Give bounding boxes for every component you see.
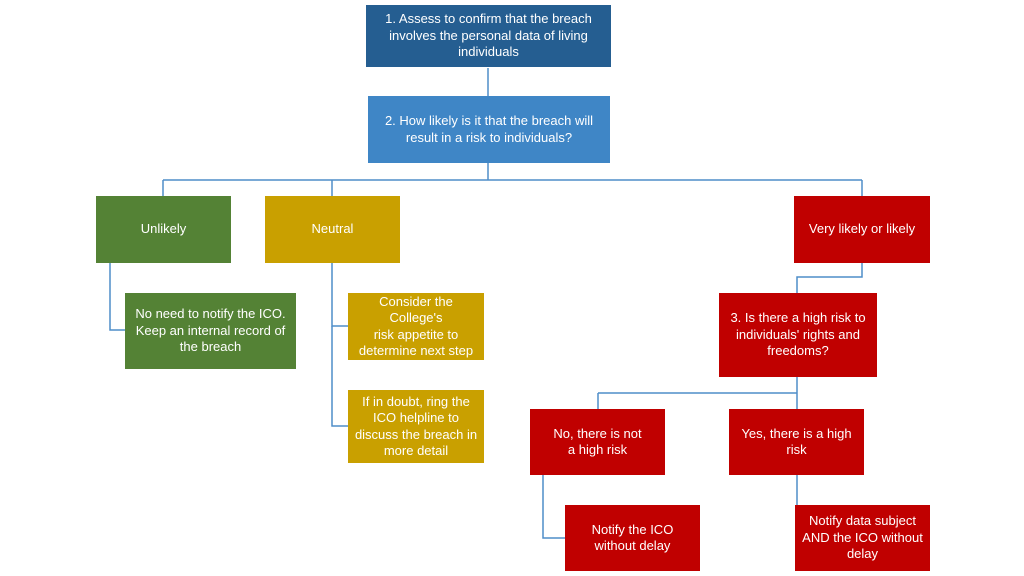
no-high-risk-text: No, there is not a high risk <box>553 425 642 458</box>
consider-risk-appetite-box: Consider the College's risk appetite to … <box>348 293 484 360</box>
notify-ico-box: Notify the ICO without delay <box>565 505 700 571</box>
consider-risk-appetite-text: Consider the College's risk appetite to … <box>358 293 474 359</box>
very-likely-box: Very likely or likely <box>794 196 930 263</box>
step-3-text: 3. Is there a high risk to individuals' … <box>730 310 866 359</box>
connector-neutral-consider <box>331 263 348 327</box>
step-2-box: 2. How likely is it that the breach will… <box>368 96 610 163</box>
if-in-doubt-box: If in doubt, ring the ICO helpline to di… <box>348 390 484 463</box>
very-likely-text: Very likely or likely <box>808 221 916 237</box>
notify-data-subject-and-ico-box: Notify data subject AND the ICO without … <box>795 505 930 571</box>
connector-neutral-doubt <box>331 326 348 427</box>
no-high-risk-box: No, there is not a high risk <box>530 409 665 475</box>
notify-ico-text: Notify the ICO without delay <box>591 521 674 554</box>
step-2-text: 2. How likely is it that the breach will… <box>384 113 594 145</box>
step-1-box: 1. Assess to confirm that the breach inv… <box>366 5 611 67</box>
neutral-box: Neutral <box>265 196 400 263</box>
connector-unlikely-no-need <box>109 263 125 331</box>
step-3-box: 3. Is there a high risk to individuals' … <box>719 293 877 377</box>
no-need-to-notify-text: No need to notify the ICO. Keep an inter… <box>135 306 286 355</box>
yes-high-risk-text: Yes, there is a high risk <box>741 425 852 458</box>
notify-data-subject-and-ico-text: Notify data subject AND the ICO without … <box>802 513 923 562</box>
neutral-text: Neutral <box>311 221 354 237</box>
yes-high-risk-box: Yes, there is a high risk <box>729 409 864 475</box>
if-in-doubt-text: If in doubt, ring the ICO helpline to di… <box>354 393 478 459</box>
unlikely-box: Unlikely <box>96 196 231 263</box>
no-need-to-notify-box: No need to notify the ICO. Keep an inter… <box>125 293 296 369</box>
connector-likely-step3 <box>796 263 863 293</box>
step-1-text: 1. Assess to confirm that the breach inv… <box>385 11 592 60</box>
connector-no-high-notify-ico <box>542 475 565 539</box>
unlikely-text: Unlikely <box>140 221 187 237</box>
